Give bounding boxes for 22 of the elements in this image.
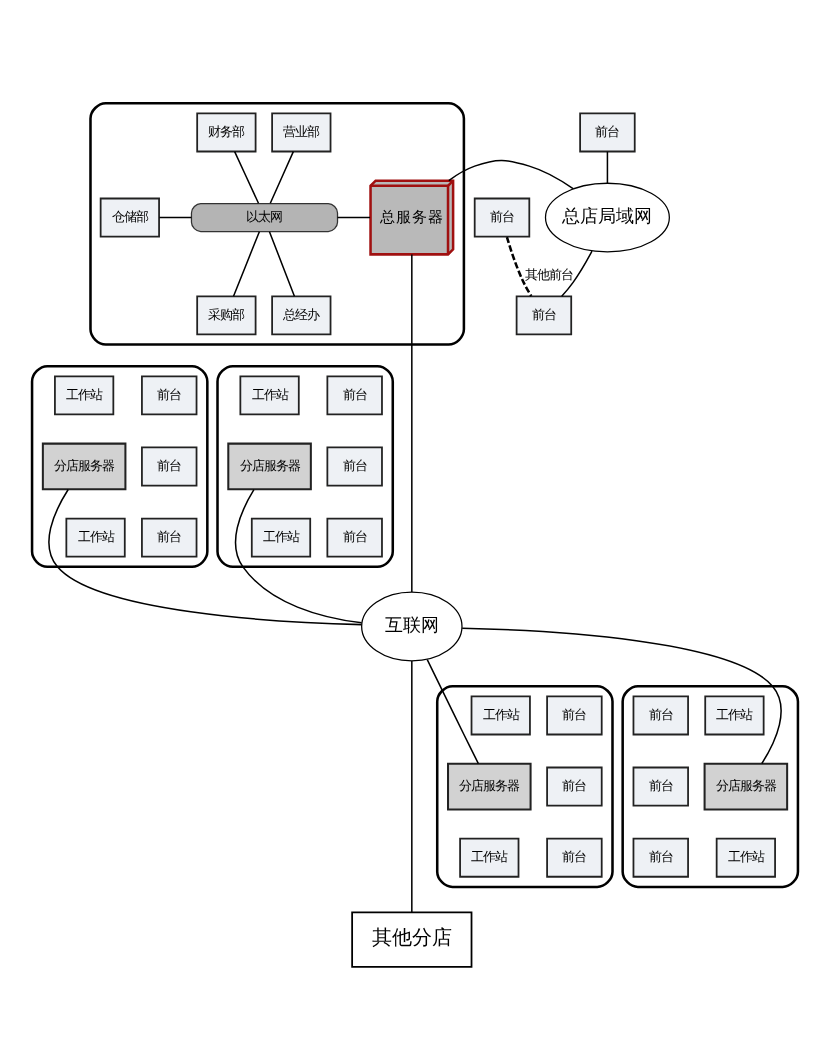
node-ellipse: 互联网 <box>361 590 463 661</box>
connector <box>268 229 296 296</box>
cluster <box>89 100 466 345</box>
cluster <box>216 363 395 568</box>
connector <box>234 487 363 623</box>
connector <box>158 215 193 218</box>
connector <box>411 659 413 912</box>
connector <box>232 229 261 296</box>
connector <box>426 657 480 764</box>
connector <box>269 149 295 203</box>
connector <box>560 249 593 297</box>
connector <box>448 158 574 189</box>
cluster <box>621 683 800 888</box>
connector <box>411 252 413 592</box>
connector <box>336 215 371 218</box>
connector <box>233 149 260 203</box>
node-ellipse: 总店局域网 <box>544 181 670 252</box>
cluster <box>30 363 209 568</box>
node-box: 其他分店 <box>351 910 473 967</box>
connector <box>505 235 533 296</box>
connector <box>606 149 609 183</box>
cluster <box>435 683 614 888</box>
